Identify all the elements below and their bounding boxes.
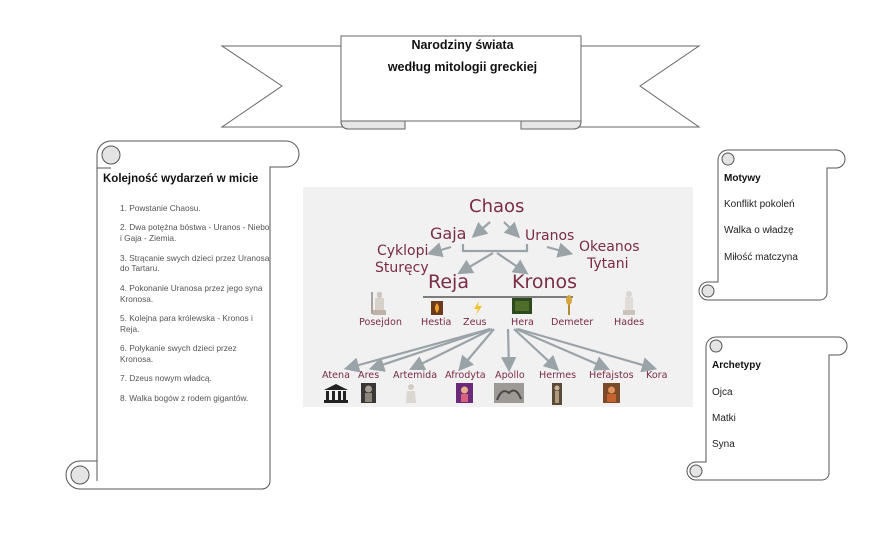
artemis-statue-icon <box>406 384 416 403</box>
node-apollo: Apollo <box>495 370 525 381</box>
node-atena: Atena <box>322 370 351 381</box>
motives-heading: Motywy <box>724 173 761 184</box>
node-zeus: Zeus <box>463 317 487 328</box>
node-hefajstos: Hefajstos <box>589 370 634 381</box>
motive-item: Walka o władzę <box>724 225 794 236</box>
node-ares: Ares <box>358 370 380 381</box>
node-posejdon: Posejdon <box>359 317 402 328</box>
node-afrodyta: Afrodyta <box>445 370 486 381</box>
family-tree-diagram: Chaos Gaja Uranos Cyklopi Sturęcy Okeano… <box>303 187 693 407</box>
event-item: 4. Pokonanie Uranosa przez jego syna Kro… <box>120 282 263 304</box>
node-artemida: Artemida <box>393 370 438 381</box>
title-ribbon <box>220 35 701 130</box>
arrow-to-reja <box>457 252 494 275</box>
tree-connectors <box>343 221 658 373</box>
event-item: 2. Dwa potężna bóstwa - Uranos - Niebo i… <box>120 222 270 244</box>
motive-item: Konflikt pokoleń <box>724 199 795 210</box>
left-scroll <box>65 140 300 490</box>
event-item: 6. Połykanie swych dzieci przez Kronosa. <box>120 343 237 364</box>
apollo-relief-icon <box>494 383 524 403</box>
event-item: 1. Powstanie Chaosu. <box>120 203 201 213</box>
node-hera: Hera <box>511 317 534 328</box>
hermes-statue-icon <box>552 383 562 405</box>
archetype-item: Syna <box>712 439 735 450</box>
demeter-wheat-icon <box>566 295 572 315</box>
node-kora: Kora <box>646 370 668 381</box>
node-hestia: Hestia <box>421 317 452 328</box>
node-tytani: Tytani <box>587 256 629 272</box>
events-heading: Kolejność wydarzeń w micie <box>103 173 259 185</box>
bracket-gaja-uranos <box>461 244 529 253</box>
event-item: 5. Kolejna para królewska - Kronos i Rej… <box>120 312 253 334</box>
event-item: 3. Strącanie swych dzieci przez Uranosa … <box>120 252 270 274</box>
hera-painting-icon <box>512 298 532 314</box>
arrow-to-kronos <box>496 252 529 275</box>
page-title: Narodziny świata według mitologii grecki… <box>345 34 580 78</box>
temple-icon <box>324 384 348 403</box>
archetypes-scroll <box>686 336 848 481</box>
arrow-chaos-gaja <box>471 221 491 238</box>
node-hades: Hades <box>614 317 645 328</box>
node-demeter: Demeter <box>551 317 594 328</box>
node-uranos: Uranos <box>525 228 575 244</box>
archetype-item: Matki <box>712 413 736 424</box>
node-okeanos: Okeanos <box>579 239 640 255</box>
arrow-to-okeanos <box>546 242 574 258</box>
title-line-2: według mitologii greckiej <box>387 60 538 74</box>
archetypes-heading: Archetypy <box>712 360 761 371</box>
arrow-chaos-uranos <box>503 221 521 239</box>
aphrodite-painting-icon <box>456 383 473 403</box>
node-chaos: Chaos <box>469 196 525 217</box>
arrow-to-cyklopi <box>426 242 452 258</box>
node-gaja: Gaja <box>430 224 467 243</box>
poseidon-statue-icon <box>371 292 386 315</box>
hephaestus-painting-icon <box>603 383 620 403</box>
archetype-item: Ojca <box>712 387 733 398</box>
motive-item: Miłość matczyna <box>724 252 798 263</box>
ares-statue-icon <box>361 383 376 403</box>
event-item: 8. Walka bogów z rodem gigantów. <box>120 392 249 403</box>
events-list: 1. Powstanie Chaosu. 2. Dwa potężna bóst… <box>120 203 270 412</box>
event-item: 7. Dzeus nowym władcą. <box>120 373 212 384</box>
node-kronos: Kronos <box>512 271 578 293</box>
hestia-flame-icon <box>431 301 443 315</box>
zeus-lightning-icon <box>474 301 482 315</box>
node-cyklopi: Cyklopi <box>377 243 429 259</box>
hades-statue-icon <box>623 291 635 315</box>
node-reja: Reja <box>428 271 469 293</box>
title-line-1: Narodziny świata <box>411 38 514 52</box>
node-sturecy: Sturęcy <box>375 260 429 276</box>
children-arrows <box>343 327 658 373</box>
node-hermes: Hermes <box>539 370 577 381</box>
motives-scroll <box>698 149 846 301</box>
